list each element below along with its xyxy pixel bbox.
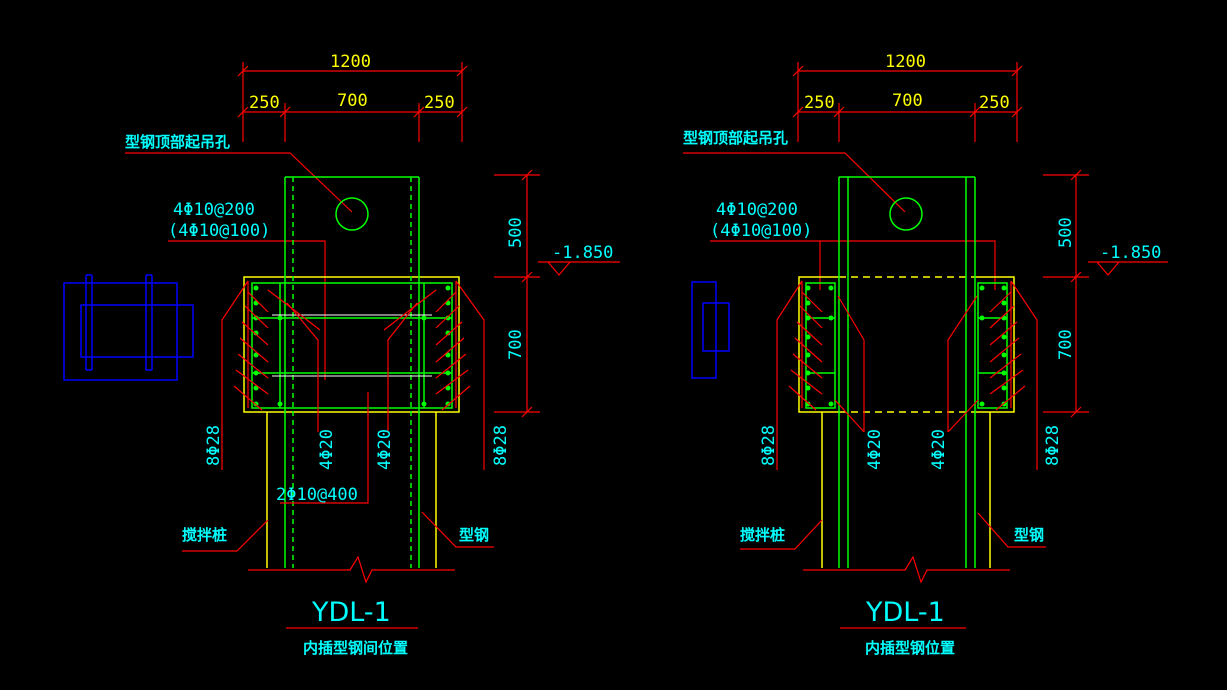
bar-label-mid-1: 4Φ20	[865, 429, 885, 470]
stirrup-leader	[710, 240, 996, 290]
bar-leaders	[267, 289, 437, 504]
stirrup-label-1: 4Φ10@200	[716, 200, 798, 220]
elevation-label: -1.850	[552, 243, 613, 263]
pile-cap	[243, 276, 460, 413]
pile-cap	[798, 276, 1015, 413]
pile-leader	[740, 519, 823, 550]
hatch-left	[221, 280, 269, 470]
dim-side-a: 250	[804, 93, 835, 113]
dim-mid: 700	[892, 91, 923, 111]
rebar-cage-left	[805, 282, 836, 409]
dim-total: 1200	[885, 52, 926, 72]
detail-title: YDL-1	[865, 597, 945, 628]
bar-label-mid-2: 4Φ20	[929, 429, 949, 470]
dim-side-b: 250	[424, 93, 455, 113]
dimension-lines-horizontal	[792, 62, 1023, 142]
pile-label: 搅拌桩	[740, 526, 785, 544]
rebar-dots	[253, 285, 451, 407]
dim-total: 1200	[330, 52, 371, 72]
rebar-dots	[805, 285, 1007, 407]
lift-hole	[889, 197, 923, 231]
tie-label: 2Φ10@400	[276, 485, 358, 505]
plan-view-right	[691, 281, 730, 379]
detail-subtitle: 内插型钢位置	[865, 639, 955, 657]
lift-hole-label: 型钢顶部起吊孔	[125, 133, 230, 151]
dim-v-top: 500	[506, 217, 526, 248]
bar-label-left: 8Φ28	[204, 425, 224, 466]
stirrup-label-1: 4Φ10@200	[173, 200, 255, 220]
mixing-pile	[266, 412, 437, 568]
plan-view-left	[63, 274, 194, 381]
detail-right: 1200 250 700 250 型钢顶部起吊孔 4Φ10@200 (4Φ10@…	[683, 52, 1168, 657]
detail-left: 1200 250 700 250 型钢顶部起吊孔 4Φ10@200 (4Φ10@…	[63, 52, 620, 657]
lift-hole-leader	[683, 152, 906, 213]
lift-hole	[335, 197, 369, 231]
dim-side-a: 250	[249, 93, 280, 113]
hatch-right	[435, 280, 485, 470]
dim-mid: 700	[337, 91, 368, 111]
rebar-cage	[251, 282, 453, 409]
bar-label-mid-2: 4Φ20	[375, 429, 395, 470]
pile-label: 搅拌桩	[182, 526, 227, 544]
stirrup-leader	[168, 240, 326, 380]
steel-leader	[421, 511, 494, 548]
dim-v-bottom: 700	[1056, 329, 1076, 360]
detail-title: YDL-1	[311, 597, 391, 628]
mixing-pile	[821, 412, 991, 568]
bar-label-right: 8Φ28	[491, 425, 511, 466]
dim-side-b: 250	[979, 93, 1010, 113]
steel-section	[838, 176, 976, 568]
pile-leader	[182, 519, 269, 552]
break-line	[803, 555, 1010, 584]
dimension-lines-horizontal	[237, 62, 468, 142]
bar-label-right: 8Φ28	[1043, 425, 1063, 466]
steel-label: 型钢	[1014, 526, 1044, 544]
bar-label-mid-1: 4Φ20	[317, 429, 337, 470]
break-line	[248, 555, 455, 584]
steel-label: 型钢	[459, 526, 489, 544]
dim-v-top: 500	[1056, 217, 1076, 248]
steel-leader	[977, 512, 1046, 548]
bar-leaders	[834, 295, 979, 433]
hatch-right	[989, 280, 1038, 470]
dimension-lines-vertical	[494, 169, 540, 418]
lift-hole-leader	[125, 152, 353, 213]
elevation-triangle	[1096, 261, 1120, 276]
stirrup-label-2: (4Φ10@100)	[710, 221, 812, 241]
dim-v-bottom: 700	[506, 329, 526, 360]
bar-label-left: 8Φ28	[759, 425, 779, 466]
stirrup-label-2: (4Φ10@100)	[168, 221, 270, 241]
hatch-left	[776, 280, 823, 470]
detail-subtitle: 内插型钢间位置	[303, 639, 408, 657]
dimension-lines-vertical	[1043, 169, 1089, 418]
lift-hole-label: 型钢顶部起吊孔	[683, 129, 788, 147]
elevation-triangle	[547, 261, 571, 276]
elevation-label: -1.850	[1100, 243, 1161, 263]
